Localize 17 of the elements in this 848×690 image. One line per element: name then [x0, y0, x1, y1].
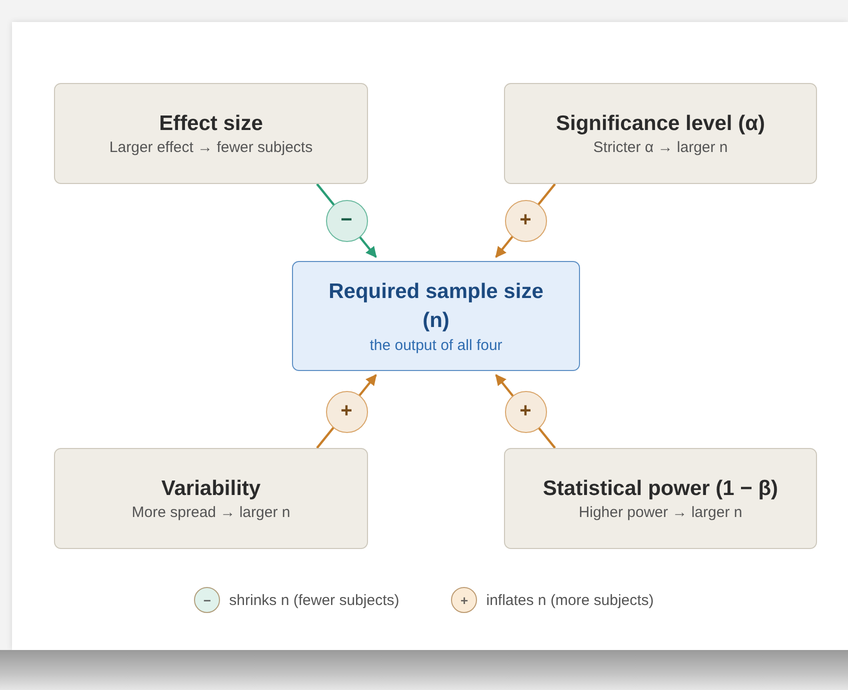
legend-text: shrinks n (fewer subjects) [229, 592, 400, 608]
box-title: Required sample size (n) [328, 278, 544, 334]
factor-box [504, 448, 817, 549]
box-title: Statistical power (1 − β) [542, 476, 778, 502]
box-subtitle: Higher power → larger n [578, 503, 742, 523]
box-subtitle: the output of all four [370, 336, 502, 356]
box-subtitle: Stricter α → larger n [593, 138, 728, 158]
box-subtitle: More spread → larger n [132, 503, 290, 523]
factor-box [54, 448, 368, 549]
factor-box [504, 83, 817, 184]
box-title: Variability [161, 476, 261, 502]
box-title: Significance level (α) [556, 111, 765, 138]
factor-box [54, 83, 368, 184]
legend-text: inflates n (more subjects) [486, 592, 654, 608]
output-box [292, 261, 580, 371]
box-title: Effect size [159, 111, 263, 138]
box-subtitle: Larger effect → fewer subjects [109, 138, 313, 158]
